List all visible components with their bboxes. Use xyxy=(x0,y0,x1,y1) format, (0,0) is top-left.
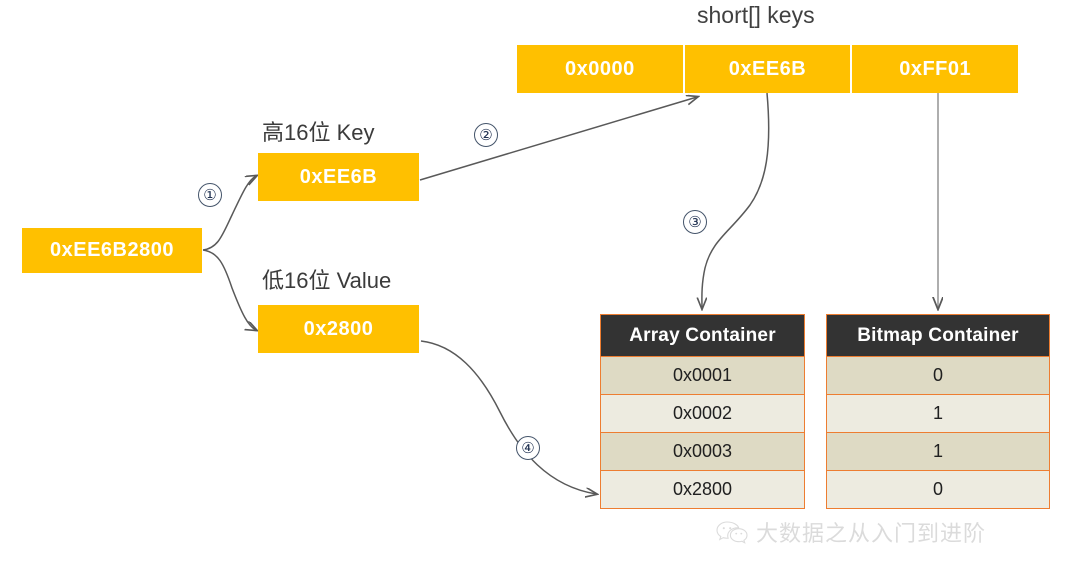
source-value-box: 0xEE6B2800 xyxy=(22,228,202,273)
keys-array-title: short[] keys xyxy=(697,2,815,28)
table-row: 0 xyxy=(826,471,1050,509)
table-row: 0x2800 xyxy=(600,471,805,509)
step-marker-2: ② xyxy=(474,123,498,147)
high-bits-value-box: 0xEE6B xyxy=(258,153,419,201)
table-row: 0x0002 xyxy=(600,395,805,433)
bitmap-container-table: Bitmap Container 0 1 1 0 xyxy=(826,314,1050,509)
step-marker-4: ④ xyxy=(516,436,540,460)
low-bits-label: 低16位 Value xyxy=(262,268,392,293)
keys-array-cell-1[interactable]: 0xEE6B xyxy=(684,45,853,93)
keys-array-cell-2[interactable]: 0xFF01 xyxy=(852,45,1019,93)
arrow-step-4-array-row xyxy=(420,340,596,494)
table-row: 0 xyxy=(826,357,1050,395)
table-row: 1 xyxy=(826,395,1050,433)
array-container-header: Array Container xyxy=(600,314,805,357)
low-bits-value-box: 0x2800 xyxy=(258,305,419,353)
step-marker-3: ③ xyxy=(683,210,707,234)
keys-array: 0x0000 0xEE6B 0xFF01 xyxy=(517,45,1019,93)
array-container-table: Array Container 0x0001 0x0002 0x0003 0x2… xyxy=(600,314,805,509)
table-row: 0x0003 xyxy=(600,433,805,471)
arrow-step-1-low xyxy=(202,249,256,330)
table-row: 1 xyxy=(826,433,1050,471)
watermark-text: 大数据之从入门到进阶 xyxy=(756,521,987,546)
table-row: 0x0001 xyxy=(600,357,805,395)
high-bits-label: 高16位 Key xyxy=(262,120,375,145)
watermark: 大数据之从入门到进阶 xyxy=(715,516,986,548)
bitmap-container-header: Bitmap Container xyxy=(826,314,1050,357)
arrow-step-3-array-container xyxy=(702,92,770,308)
wechat-icon xyxy=(715,520,749,544)
step-marker-1: ① xyxy=(198,183,222,207)
arrow-step-2-key-lookup xyxy=(419,97,697,181)
keys-array-cell-0[interactable]: 0x0000 xyxy=(517,45,685,93)
